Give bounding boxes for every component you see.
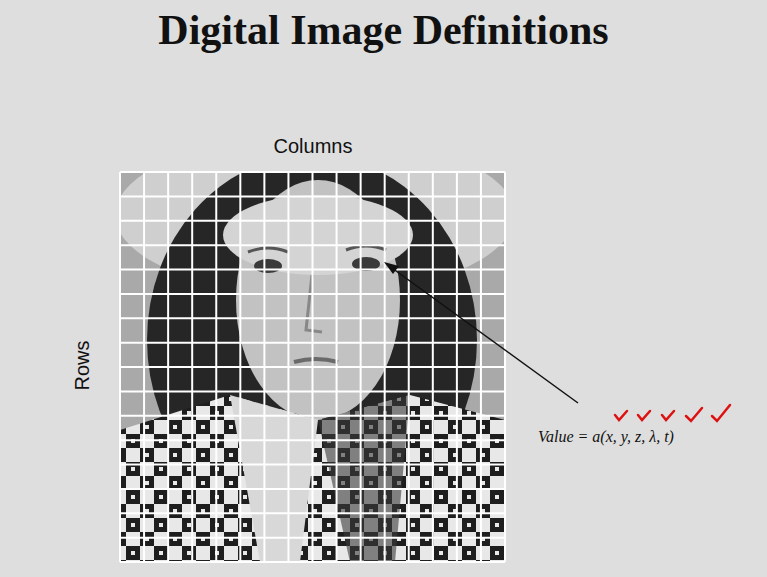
slide-title: Digital Image Definitions (0, 6, 767, 54)
pointer-arrow (384, 262, 578, 403)
formula-label: Value = a(x, y, z, λ, t) (538, 428, 674, 446)
axis-label: Rows (70, 340, 93, 390)
pixel-grid (120, 172, 505, 562)
check-marks (615, 405, 730, 421)
axis-label: Columns (274, 135, 353, 158)
face-photo (120, 172, 505, 562)
